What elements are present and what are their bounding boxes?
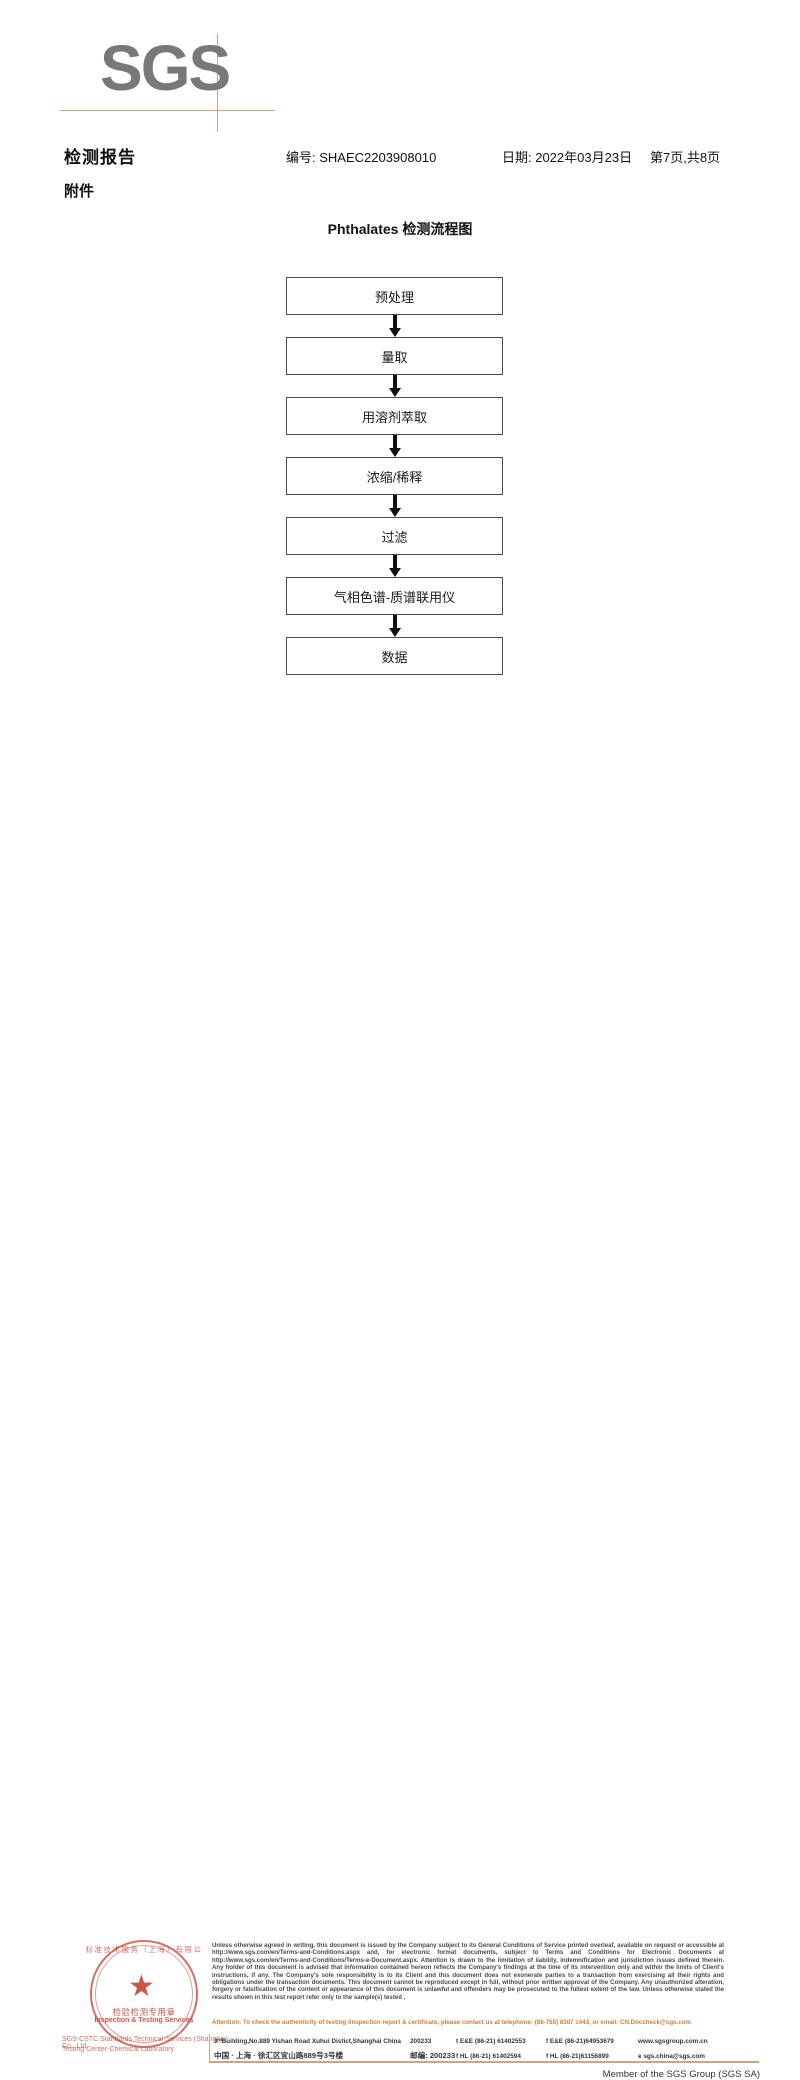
- report-number: 编号: SHAEC2203908010: [286, 150, 437, 165]
- phone-hl-tel: f HL (86-21) 61402594: [456, 2052, 521, 2060]
- address-cn: 中国 · 上海 · 徐汇区宜山路889号3号楼: [214, 2050, 344, 2060]
- logo-vertical-rule: [217, 34, 218, 132]
- website: www.sgsgroup.com.cn: [638, 2038, 708, 2045]
- report-date: 日期: 2022年03月23日: [502, 150, 633, 165]
- seal-company-line2: Testing Center-Chemical Laboratory: [62, 2046, 175, 2053]
- address-row-cn: 中国 · 上海 · 徐汇区宜山路889号3号楼 邮编: 200233 f HL …: [214, 2049, 759, 2064]
- page-title: 检测报告: [64, 148, 136, 167]
- flow-arrow-down-icon: [286, 435, 503, 457]
- page-footer: 标准技术服务（上海）有限公 ★ 检验检测专用章 Inspection & Tes…: [0, 960, 800, 2080]
- zip-en: 200233: [410, 2038, 432, 2045]
- flow-step: 用溶剂萃取: [286, 397, 503, 435]
- flow-arrow-down-icon: [286, 315, 503, 337]
- flow-arrow-down-icon: [286, 555, 503, 577]
- flow-step: 预处理: [286, 277, 503, 315]
- flow-step: 气相色谱-质谱联用仪: [286, 577, 503, 615]
- logo-horizontal-rule: [60, 110, 275, 111]
- sgs-logo: SGS: [60, 32, 275, 133]
- inspection-seal-stamp: 标准技术服务（上海）有限公 ★ 检验检测专用章 Inspection & Tes…: [62, 1938, 228, 2058]
- flow-arrow-down-icon: [286, 375, 503, 397]
- flowchart-title: Phthalates 检测流程图: [327, 221, 473, 237]
- sgs-logo-text: SGS: [100, 32, 231, 104]
- star-icon: ★: [128, 1970, 155, 2003]
- flow-arrow-down-icon: [286, 615, 503, 637]
- attention-notice: Attention: To check the authenticity of …: [212, 2019, 692, 2026]
- address-block: 3ʳᵈBuilding,No.889 Yishan Road Xuhui Dis…: [214, 2035, 759, 2063]
- seal-arc-text: 标准技术服务（上海）有限公: [85, 1945, 203, 1954]
- legal-disclaimer: Unless otherwise agreed in writing, this…: [212, 1942, 724, 2001]
- address-row-en: 3ʳᵈBuilding,No.889 Yishan Road Xuhui Dis…: [214, 2035, 759, 2049]
- email: e sgs.china@sgs.com: [638, 2052, 705, 2060]
- member-of-group-line: Member of the SGS Group (SGS SA): [602, 2069, 760, 2080]
- page-number: 第7页,共8页: [650, 150, 721, 165]
- flowchart: 预处理 量取 用溶剂萃取 浓缩/稀释 过滤 气相色谱-质谱联用仪 数据: [286, 277, 503, 675]
- zip-cn: 邮编: 200233: [410, 2050, 456, 2060]
- flow-step: 过滤: [286, 517, 503, 555]
- seal-en-label: Inspection & Testing Services: [94, 2017, 194, 2024]
- flow-arrow-down-icon: [286, 495, 503, 517]
- flow-step: 量取: [286, 337, 503, 375]
- page-subtitle: 附件: [64, 183, 95, 200]
- phone-ee-tel: t E&E (86-21) 61402553: [456, 2038, 526, 2045]
- flow-step: 浓缩/稀释: [286, 457, 503, 495]
- flow-step: 数据: [286, 637, 503, 675]
- phone-ee-fax: f E&E (86-21)64953679: [546, 2038, 614, 2045]
- address-divider-vertical: [209, 2034, 210, 2062]
- address-en: 3ʳᵈBuilding,No.889 Yishan Road Xuhui Dis…: [214, 2038, 401, 2045]
- report-page: SGS 检测报告 附件 编号: SHAEC2203908010 日期: 2022…: [0, 32, 800, 2080]
- phone-hl-fax: f HL (86-21)61156899: [546, 2052, 609, 2060]
